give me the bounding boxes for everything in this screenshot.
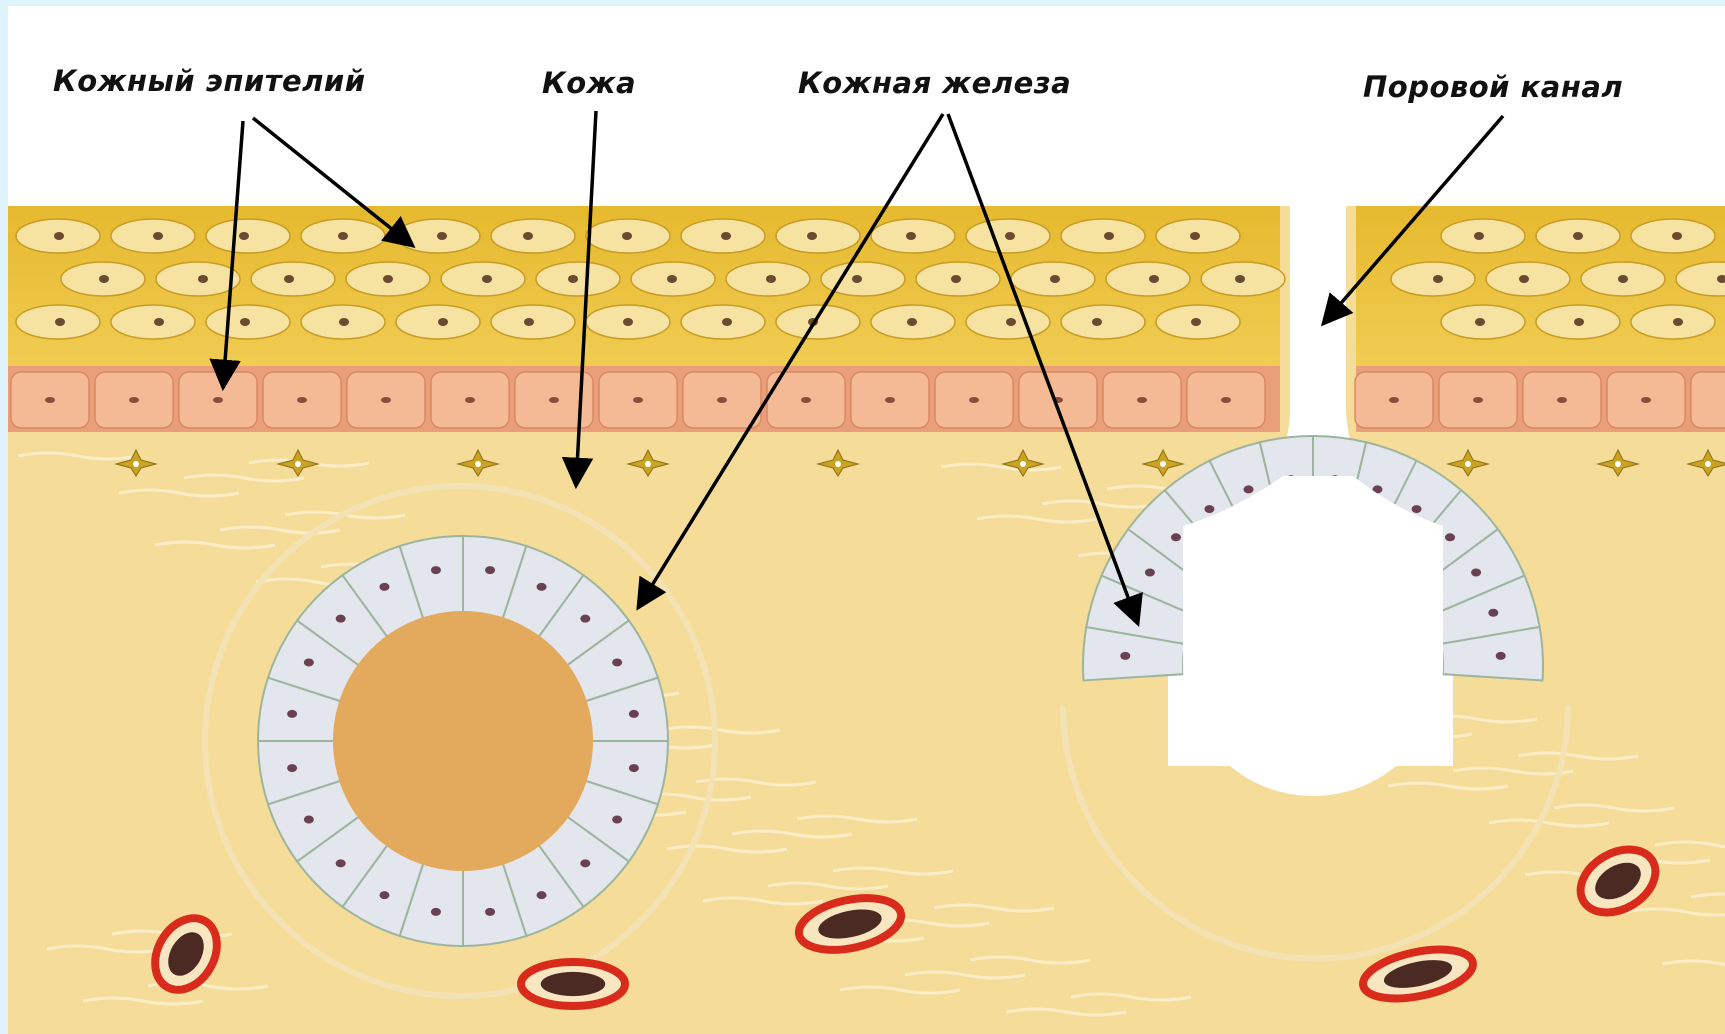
round-gland bbox=[205, 486, 715, 996]
label-skin-gland: Кожная железа bbox=[798, 66, 1071, 100]
gland-lumen bbox=[333, 611, 593, 871]
label-pore-canal: Поровой канал bbox=[1363, 70, 1623, 104]
skin-gland-diagram: Кожный эпителий Кожа Кожная железа Поров… bbox=[8, 6, 1725, 1034]
epithelium-basal-layer bbox=[8, 366, 1725, 432]
label-skin-epithelium: Кожный эпителий bbox=[53, 64, 366, 98]
label-skin: Кожа bbox=[542, 66, 636, 100]
epithelium-upper-layer bbox=[8, 206, 1725, 366]
diagram-canvas bbox=[8, 6, 1725, 1034]
